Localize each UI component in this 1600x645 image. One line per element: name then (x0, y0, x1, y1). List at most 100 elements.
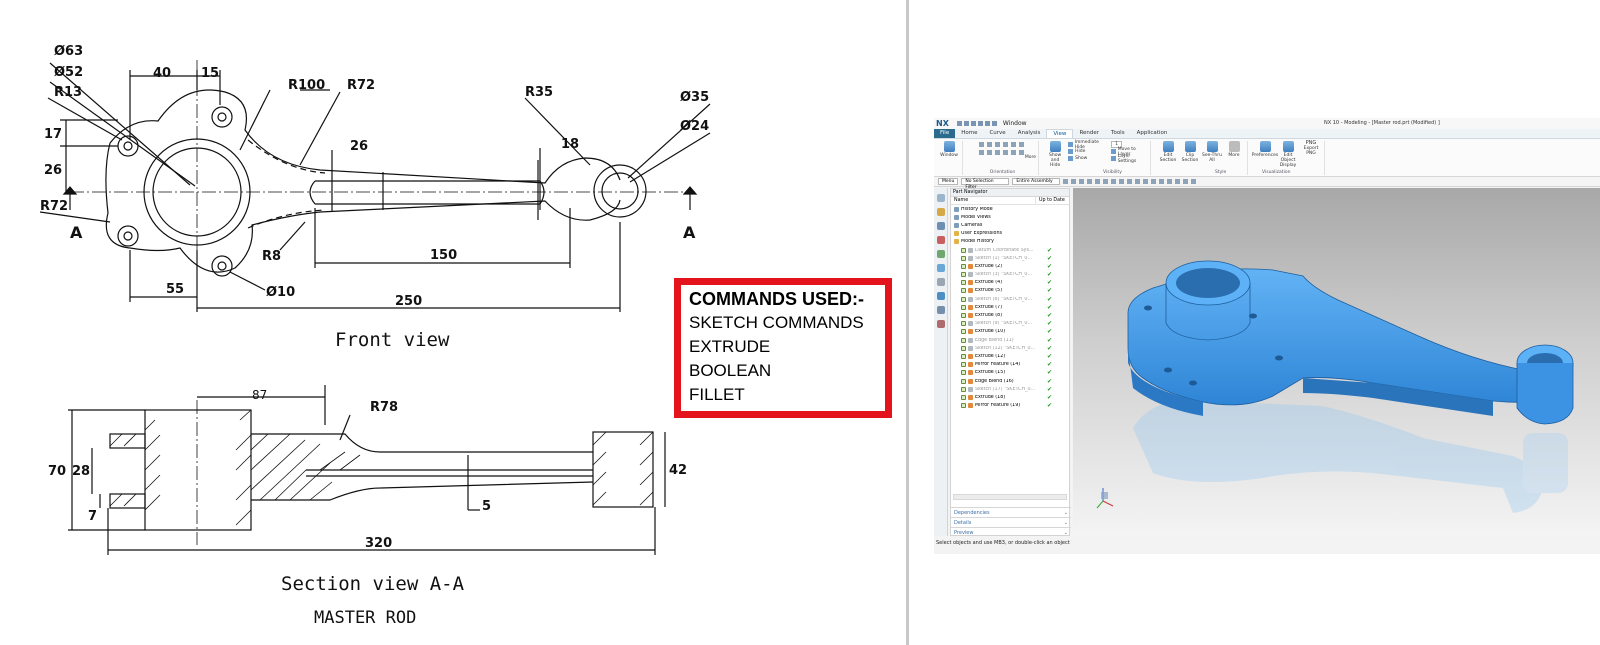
navigator-row[interactable]: History Mode (951, 205, 1069, 213)
quadrant-icon[interactable] (1119, 179, 1125, 184)
window-button[interactable]: Window (939, 141, 959, 158)
cut-icon[interactable] (977, 121, 983, 126)
navigator-row[interactable]: Sketch (12) "SKETCH_0...✔ (951, 344, 1069, 352)
tab-file[interactable]: File (934, 129, 956, 138)
endpoint-icon[interactable] (1095, 179, 1101, 184)
tab-view[interactable]: View (1046, 129, 1074, 138)
settings-icon[interactable] (1191, 179, 1197, 184)
layer-select[interactable]: 1 (1111, 141, 1147, 148)
part-navigator-icon[interactable] (936, 222, 945, 230)
rotate-icon[interactable] (1002, 142, 1008, 147)
center-icon[interactable] (1111, 179, 1117, 184)
checkbox-icon[interactable] (961, 386, 966, 392)
selection-filter-select[interactable]: No Selection Filter (961, 178, 1010, 190)
checkbox-icon[interactable] (961, 313, 966, 319)
assembly-navigator-icon[interactable] (936, 194, 945, 202)
navigator-row[interactable]: Edge Blend (16)✔ (951, 377, 1069, 385)
checkbox-icon[interactable] (961, 337, 966, 343)
iso-view-icon[interactable] (986, 150, 992, 155)
save-icon[interactable] (956, 121, 962, 126)
navigator-row[interactable]: Extrude (8)✔ (951, 311, 1069, 319)
menu-button[interactable]: Menu (938, 178, 959, 185)
dependencies-panel[interactable]: Dependencies⌄ (951, 507, 1071, 517)
navigator-row[interactable]: Edge Blend (11)✔ (951, 336, 1069, 344)
checkbox-icon[interactable] (961, 272, 966, 278)
see-thru-all-button[interactable]: See-Thru All (1202, 141, 1222, 163)
wireframe-icon[interactable] (1002, 150, 1008, 155)
checkbox-icon[interactable] (961, 288, 966, 294)
select-icon[interactable] (1063, 179, 1069, 184)
reuse-library-icon[interactable] (936, 236, 945, 244)
navigator-row[interactable]: Extrude (12)✔ (951, 352, 1069, 360)
copy-icon[interactable] (984, 121, 990, 126)
intersection-icon[interactable] (1127, 179, 1133, 184)
render-icon[interactable] (1183, 179, 1189, 184)
midpoint-icon[interactable] (1103, 179, 1109, 184)
navigator-row[interactable]: Mirror Feature (14)✔ (951, 361, 1069, 369)
navigator-row[interactable]: Cameras (951, 221, 1069, 229)
move-to-layer-button[interactable]: Move to Layer (1111, 147, 1147, 157)
tab-curve[interactable]: Curve (989, 130, 1006, 136)
checkbox-icon[interactable] (961, 362, 966, 368)
navigator-horizontal-scrollbar[interactable] (953, 494, 1067, 500)
tab-home[interactable]: Home (961, 130, 978, 136)
checkbox-icon[interactable] (961, 370, 966, 376)
layer-settings-button[interactable]: Layer Settings (1111, 154, 1147, 164)
navigator-row[interactable]: Extrude (2)✔ (951, 262, 1069, 270)
preview-panel[interactable]: Preview⌄ (951, 527, 1071, 537)
roles-icon[interactable] (936, 320, 945, 328)
hidden-icon[interactable] (1018, 150, 1024, 155)
history-icon[interactable] (936, 278, 945, 286)
filter-icon[interactable] (1167, 179, 1173, 184)
right-view-icon[interactable] (978, 150, 984, 155)
pan-icon[interactable] (994, 142, 1000, 147)
details-panel[interactable]: Details⌄ (951, 517, 1071, 527)
assembly-scope-select[interactable]: Entire Assembly (1012, 178, 1061, 185)
grid-icon[interactable] (1143, 179, 1149, 184)
layer-icon[interactable] (1151, 179, 1157, 184)
navigator-row[interactable]: Sketch (3) "SKETCH_0...✔ (951, 271, 1069, 279)
navigator-row[interactable]: User Expressions (951, 230, 1069, 238)
navigator-row[interactable]: Sketch (17) "SKETCH_0...✔ (951, 385, 1069, 393)
navigator-row[interactable]: Extrude (7)✔ (951, 303, 1069, 311)
tangent-icon[interactable] (1135, 179, 1141, 184)
point-icon[interactable] (1087, 179, 1093, 184)
checkbox-icon[interactable] (961, 247, 966, 253)
web-browser-icon[interactable] (936, 264, 945, 272)
more-orientation[interactable]: More (1024, 155, 1036, 160)
navigator-row[interactable]: Sketch (1) "SKETCH_0...✔ (951, 254, 1069, 262)
edit-section-button[interactable]: Edit Section (1158, 141, 1178, 163)
snap-icon[interactable] (1079, 179, 1085, 184)
column-name[interactable]: Name (951, 197, 1036, 204)
hide-button[interactable]: Hide (1068, 148, 1107, 155)
tab-application[interactable]: Application (1136, 130, 1168, 136)
checkbox-icon[interactable] (961, 378, 966, 384)
checkbox-icon[interactable] (961, 255, 966, 261)
checkbox-icon[interactable] (961, 329, 966, 335)
navigator-row[interactable]: Extrude (4)✔ (951, 279, 1069, 287)
fit-icon[interactable] (978, 142, 984, 147)
clip-section-button[interactable]: Clip Section (1180, 141, 1200, 163)
shaded-icon[interactable] (994, 150, 1000, 155)
checkbox-icon[interactable] (961, 394, 966, 400)
redo-icon[interactable] (970, 121, 976, 126)
checkbox-icon[interactable] (961, 263, 966, 269)
constraint-navigator-icon[interactable] (936, 208, 945, 216)
checkbox-icon[interactable] (961, 280, 966, 286)
checkbox-icon[interactable] (961, 353, 966, 359)
hd3d-tools-icon[interactable] (936, 250, 945, 258)
navigator-row[interactable]: Extrude (10)✔ (951, 328, 1069, 336)
checkbox-icon[interactable] (961, 296, 966, 302)
checkbox-icon[interactable] (961, 345, 966, 351)
tab-tools[interactable]: Tools (1111, 130, 1125, 136)
checkbox-icon[interactable] (961, 304, 966, 310)
more-style-button[interactable]: More (1224, 141, 1244, 158)
window-menu[interactable]: Window (1002, 120, 1027, 127)
view-icon[interactable] (1175, 179, 1181, 184)
edges-icon[interactable] (1010, 150, 1016, 155)
navigator-row[interactable]: Extrude (5)✔ (951, 287, 1069, 295)
column-up-to-date[interactable]: Up to Date (1039, 198, 1065, 203)
front-view-icon[interactable] (1010, 142, 1016, 147)
undo-icon[interactable] (963, 121, 969, 126)
navigator-row[interactable]: Mirror Feature (19)✔ (951, 402, 1069, 410)
